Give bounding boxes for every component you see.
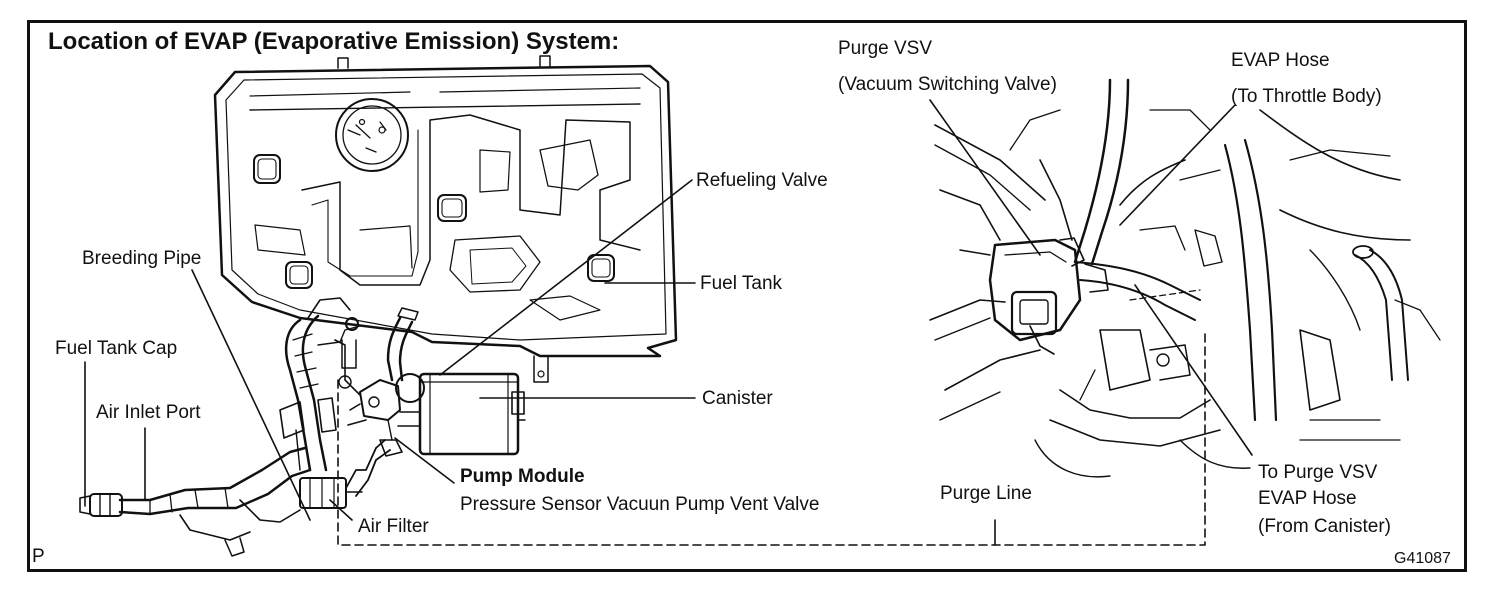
label-purge-vsv-sub: (Vacuum Switching Valve) xyxy=(838,74,1057,95)
label-evap-hose: EVAP Hose xyxy=(1231,50,1330,71)
label-canister: Canister xyxy=(702,388,773,409)
label-fuel-tank: Fuel Tank xyxy=(700,273,783,294)
leader-air-filter xyxy=(329,499,353,521)
label-evap-hose-from-canister: EVAP Hose xyxy=(1258,488,1357,509)
figure-code: G41087 xyxy=(1394,550,1451,567)
label-refueling-valve: Refueling Valve xyxy=(696,170,828,191)
label-purge-line: Purge Line xyxy=(940,483,1032,504)
label-air-inlet-port: Air Inlet Port xyxy=(96,402,201,423)
leader-evap-hose xyxy=(1119,104,1236,226)
leader-breeding-pipe xyxy=(191,269,311,521)
filler-pipe-drawing xyxy=(279,297,419,472)
label-air-filter: Air Filter xyxy=(358,516,429,537)
engine-bay-drawing xyxy=(929,78,1441,478)
corner-mark: P xyxy=(32,546,45,567)
canister-drawing xyxy=(338,372,526,457)
label-pump-module-sub: Pressure Sensor Vacuun Pump Vent Valve xyxy=(460,494,820,515)
label-breeding-pipe: Breeding Pipe xyxy=(82,248,202,269)
leader-refueling-valve xyxy=(439,179,693,376)
leader-purge-vsv xyxy=(929,99,1041,256)
leader-pump-module xyxy=(394,437,455,484)
leader-lines xyxy=(84,99,1253,521)
label-evap-hose-sub: (To Throttle Body) xyxy=(1231,86,1382,107)
label-fuel-tank-cap: Fuel Tank Cap xyxy=(55,338,178,359)
label-from-canister: (From Canister) xyxy=(1258,516,1392,537)
fuel-tank-drawing xyxy=(213,55,678,383)
label-purge-vsv: Purge VSV xyxy=(838,38,932,59)
diagram-frame xyxy=(27,20,1467,572)
page-title: Location of EVAP (Evaporative Emission) … xyxy=(48,28,620,55)
leader-to-purge-vsv xyxy=(1134,284,1253,456)
label-to-purge-vsv: To Purge VSV xyxy=(1258,462,1378,483)
purge-line-path xyxy=(337,329,1206,546)
label-pump-module: Pump Module xyxy=(460,466,585,487)
inlet-pipe-drawing xyxy=(79,439,391,557)
